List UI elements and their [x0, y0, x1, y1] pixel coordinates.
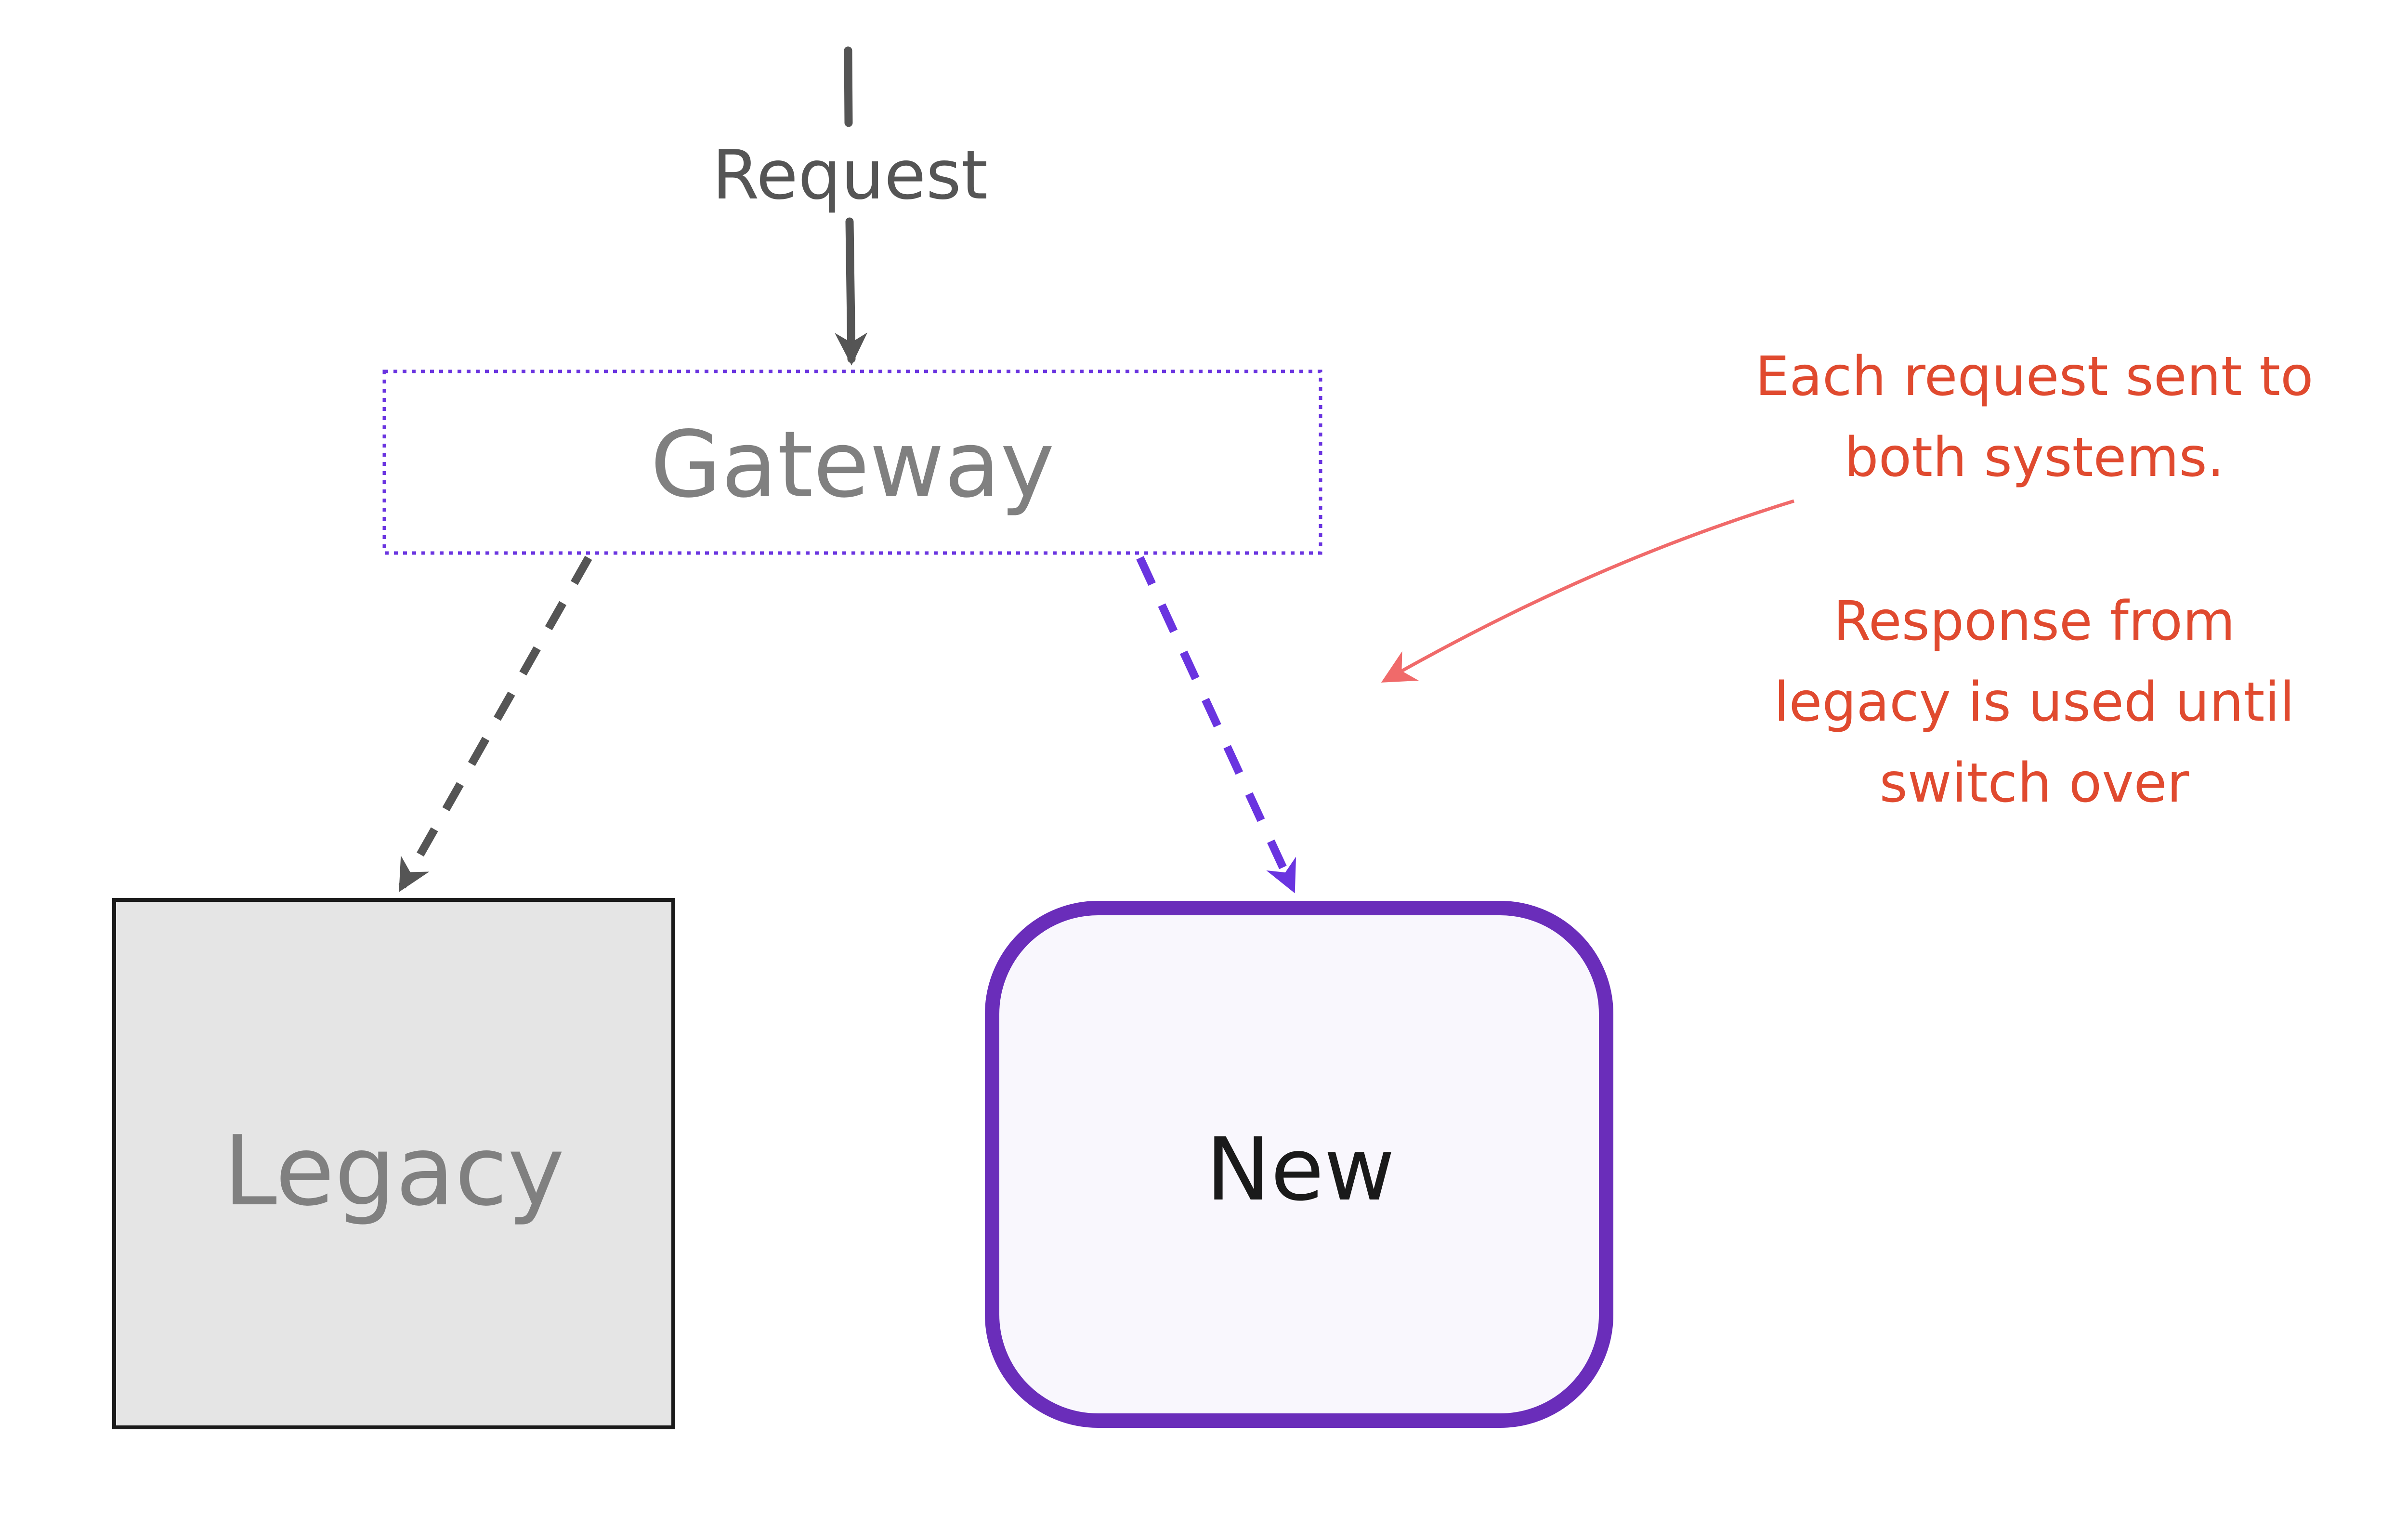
annotation-line-2: both systems. — [1845, 426, 2225, 489]
legacy-label: Legacy — [223, 1115, 565, 1227]
legacy-box — [112, 898, 675, 1429]
annotation-note: Each request sent to both systems. Respo… — [1755, 345, 2313, 815]
request-label: Request — [712, 136, 988, 215]
new-label: New — [1206, 1120, 1395, 1220]
annotation-arrow — [1381, 499, 1795, 683]
annotation-line-6: switch over — [1880, 752, 2190, 815]
new-box — [985, 901, 1613, 1428]
gateway-node[interactable]: Gateway — [382, 369, 1322, 555]
annotation-line-5: legacy is used until — [1774, 671, 2294, 734]
new-node[interactable]: New — [985, 901, 1613, 1428]
gateway-label: Gateway — [650, 411, 1054, 518]
gateway-to-new-edge — [1136, 556, 1296, 894]
annotation-line-1: Each request sent to — [1755, 345, 2313, 408]
annotation-line-4: Response from — [1833, 590, 2235, 653]
gateway-box — [382, 369, 1322, 555]
legacy-node[interactable]: Legacy — [112, 898, 675, 1429]
request-edge-top — [844, 46, 853, 127]
request-edge-arrow — [835, 217, 868, 366]
gateway-to-legacy-edge — [398, 555, 592, 892]
